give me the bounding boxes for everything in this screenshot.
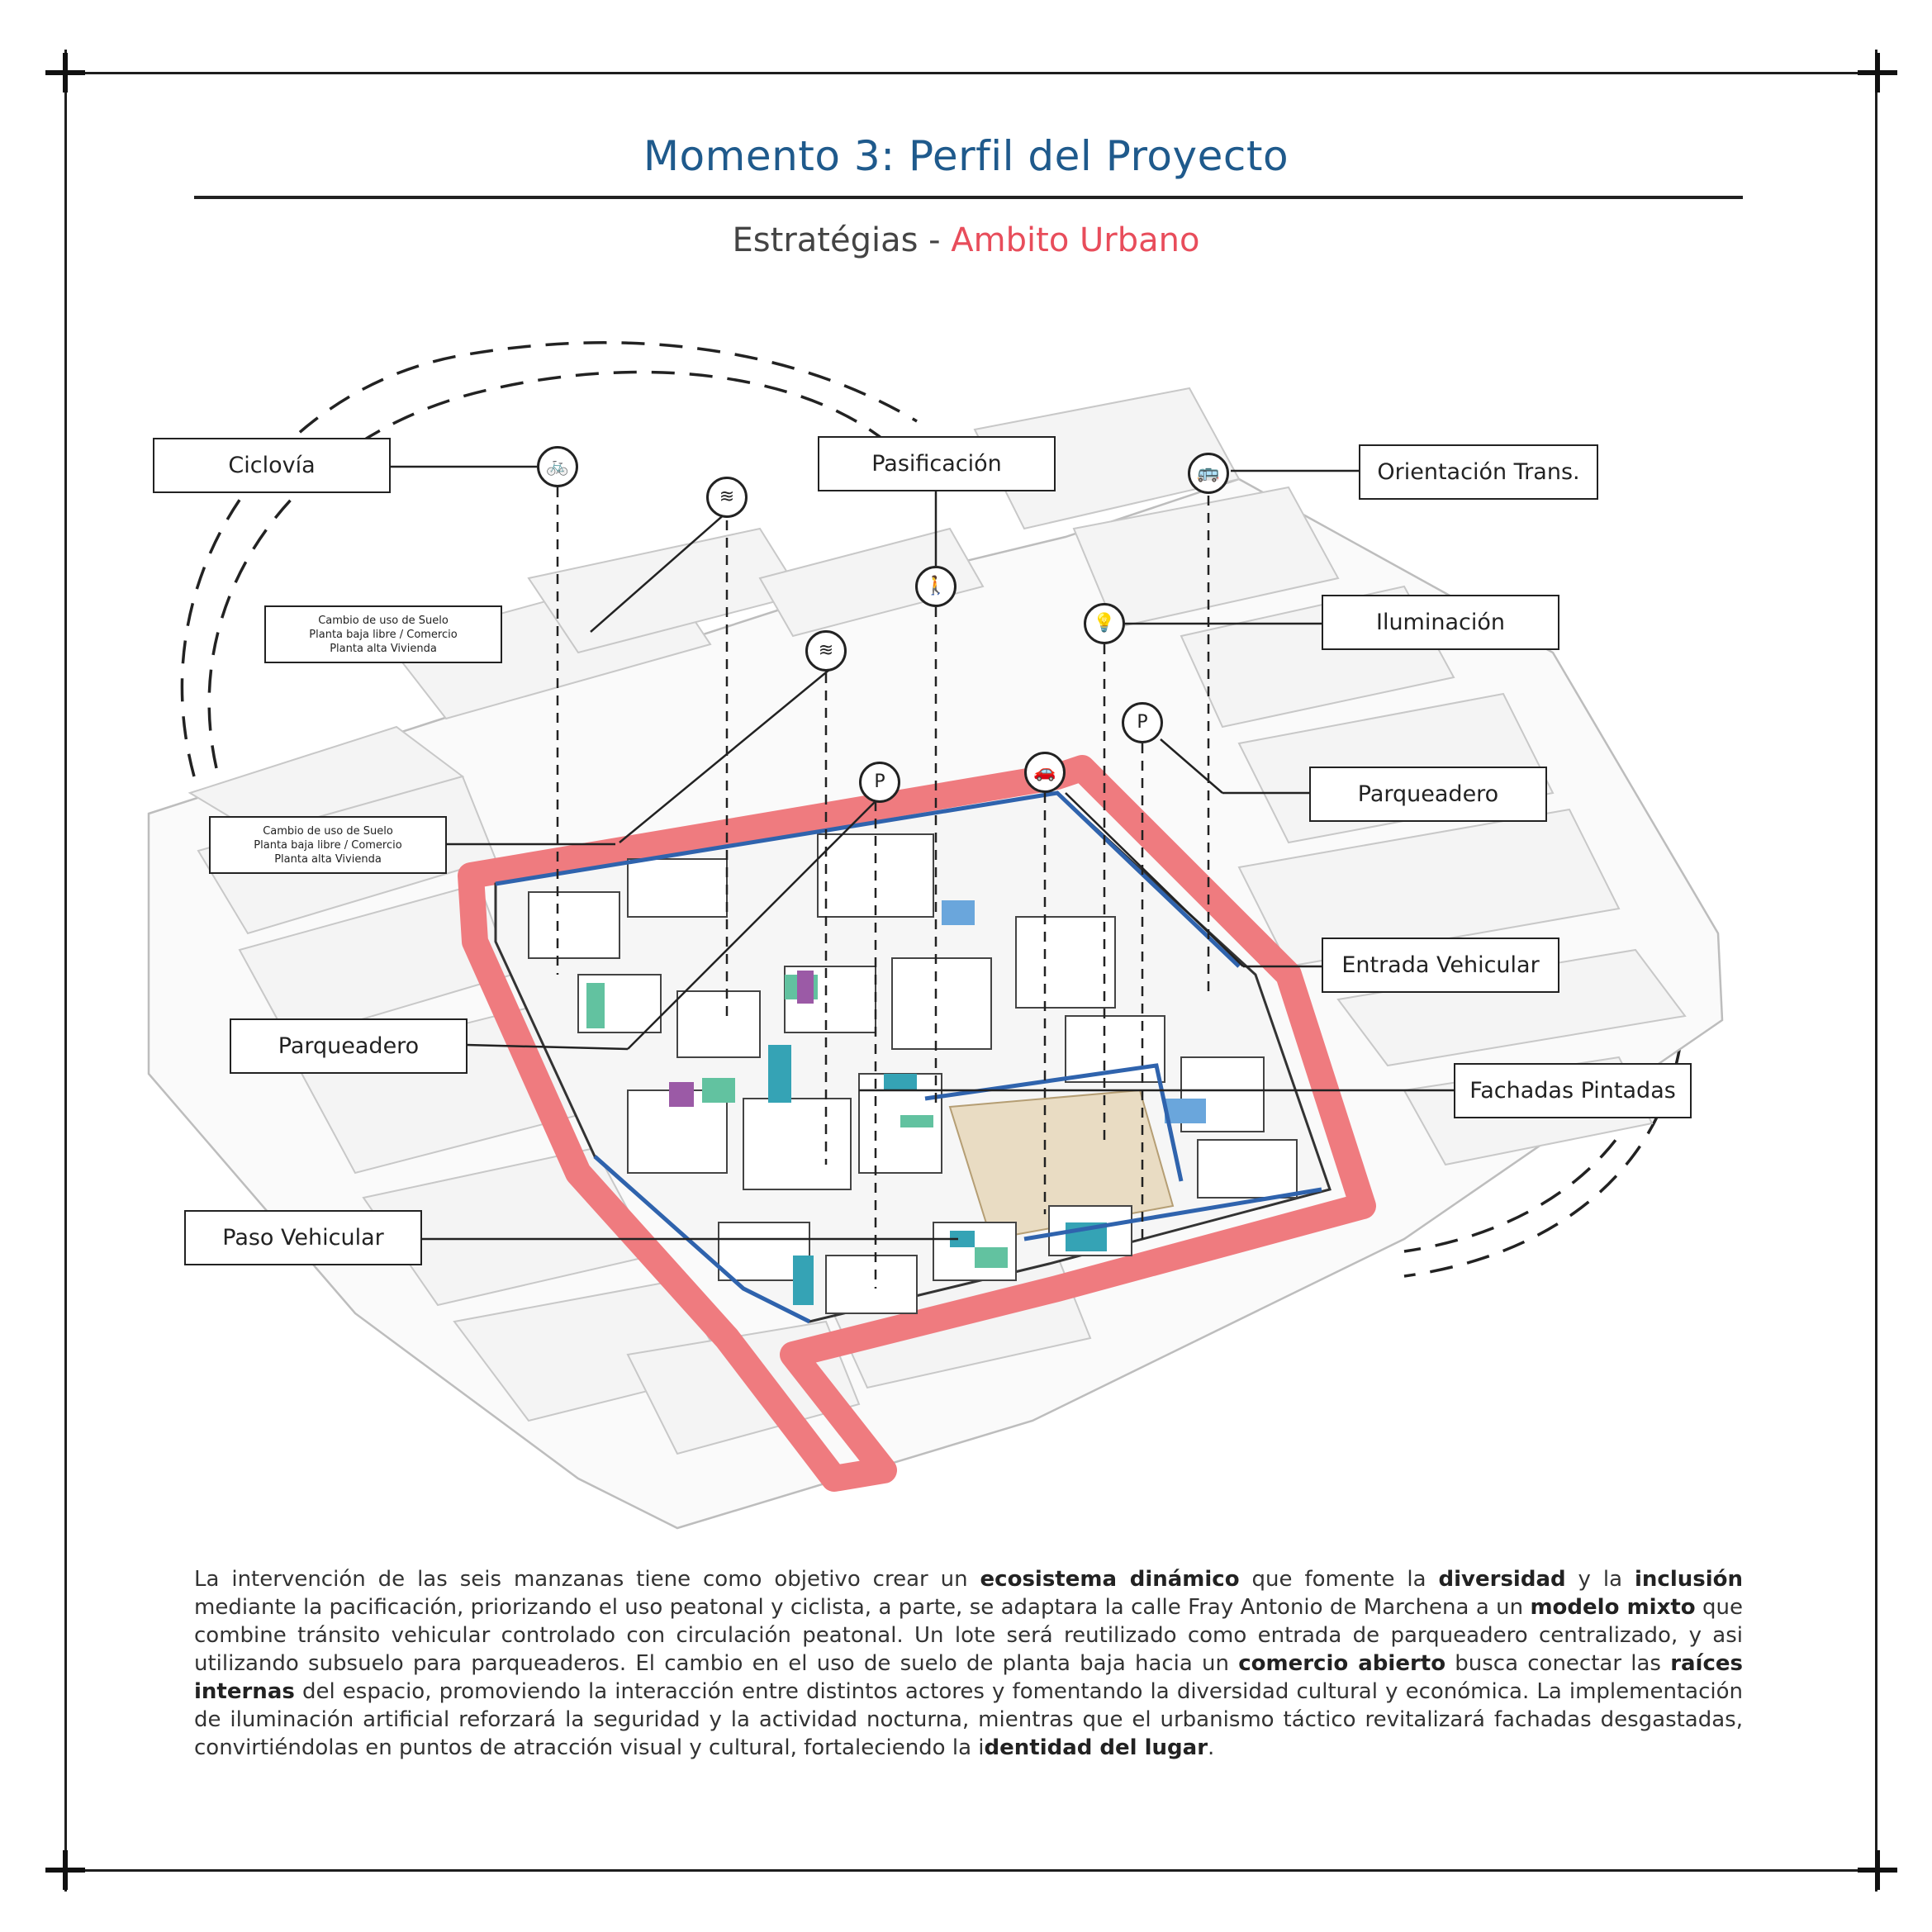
frame-right bbox=[1875, 50, 1877, 1892]
label-iluminacion: Iluminación bbox=[1322, 595, 1559, 650]
body-text-segment: que combine tránsito vehicular controlad… bbox=[194, 1595, 1744, 1676]
parking-icon: P bbox=[1122, 702, 1163, 743]
light-icon: 💡 bbox=[1084, 603, 1125, 644]
label-fachadas-pintadas: Fachadas Pintadas bbox=[1454, 1063, 1692, 1118]
body-text-segment: y la bbox=[1565, 1567, 1635, 1592]
emphasis-text: modelo mixto bbox=[1530, 1595, 1696, 1620]
corner-mark bbox=[1875, 1850, 1880, 1890]
emphasis-text: diversidad bbox=[1438, 1567, 1566, 1592]
description-paragraph: La intervención de las seis manzanas tie… bbox=[194, 1565, 1743, 1762]
note-line: Cambio de uso de Suelo bbox=[263, 824, 393, 838]
page-subtitle: Estratégias - Ambito Urbano bbox=[0, 221, 1932, 259]
emphasis-text: comercio abierto bbox=[1238, 1651, 1446, 1676]
corner-mark bbox=[63, 53, 68, 93]
label-entrada-vehicular: Entrada Vehicular bbox=[1322, 938, 1559, 993]
label-parqueadero-right: Parqueadero bbox=[1309, 767, 1547, 822]
emphasis-text: raíces internas bbox=[194, 1651, 1743, 1704]
central-plaza bbox=[948, 1089, 1175, 1241]
emphasis-text: ecosistema dinámico bbox=[980, 1567, 1240, 1592]
frame-left bbox=[64, 50, 67, 1892]
body-text-segment: La intervención de las seis manzanas tie… bbox=[194, 1567, 980, 1592]
frame-top bbox=[45, 72, 1887, 74]
pedestrian-icon: 🚶 bbox=[915, 566, 957, 607]
layers-icon: ≋ bbox=[706, 477, 748, 518]
body-text-segment: mediante la pacificación, priorizando el… bbox=[194, 1595, 1531, 1620]
emphasis-text: inclusión bbox=[1634, 1567, 1743, 1592]
inner-dashed-arc bbox=[207, 370, 898, 769]
vehicular-lanes bbox=[495, 790, 1322, 1324]
frame-bottom bbox=[45, 1869, 1887, 1872]
note-line: Cambio de uso de Suelo bbox=[318, 614, 449, 627]
corner-mark bbox=[1875, 53, 1880, 93]
subtitle-accent: Ambito Urbano bbox=[951, 221, 1200, 259]
label-orientacion-trans: Orientación Trans. bbox=[1359, 444, 1598, 500]
outer-dashed-arc bbox=[180, 341, 918, 777]
page-title: Momento 3: Perfil del Proyecto bbox=[643, 132, 1289, 180]
bike-icon: 🚲 bbox=[537, 446, 578, 487]
note-line: Planta baja libre / Comercio bbox=[309, 628, 458, 641]
body-text-segment: . bbox=[1208, 1735, 1215, 1760]
label-parqueadero-left: Parqueadero bbox=[230, 1018, 468, 1074]
painted-facades bbox=[586, 900, 1206, 1305]
note-line: Planta alta Vivienda bbox=[330, 642, 437, 655]
body-text-segment: busca conectar las bbox=[1445, 1651, 1671, 1676]
label-ciclovia: Ciclovía bbox=[153, 438, 391, 493]
note-cambio-uso-lower: Cambio de uso de Suelo Planta baja libre… bbox=[209, 816, 447, 874]
parking-icon: P bbox=[859, 762, 900, 803]
label-paso-vehicular: Paso Vehicular bbox=[184, 1210, 422, 1265]
car-icon: 🚗 bbox=[1024, 752, 1066, 793]
note-line: Planta alta Vivienda bbox=[274, 852, 382, 866]
note-line: Planta baja libre / Comercio bbox=[254, 838, 402, 852]
body-text-segment: del espacio, promoviendo la interacción … bbox=[194, 1679, 1743, 1760]
label-pasificacion: Pasificación bbox=[818, 436, 1056, 491]
emphasis-text: dentidad del lugar bbox=[984, 1735, 1208, 1760]
note-cambio-uso-upper: Cambio de uso de Suelo Planta baja libre… bbox=[264, 605, 502, 663]
leader-lines bbox=[390, 465, 1454, 1289]
layers-icon: ≋ bbox=[805, 630, 847, 672]
perimeter-street bbox=[458, 755, 1376, 1492]
corner-mark bbox=[63, 1850, 68, 1890]
bus-icon: 🚌 bbox=[1188, 453, 1229, 494]
title-divider bbox=[194, 196, 1743, 199]
body-text-segment: que fomente la bbox=[1239, 1567, 1439, 1592]
subtitle-prefix: Estratégias - bbox=[732, 221, 952, 259]
